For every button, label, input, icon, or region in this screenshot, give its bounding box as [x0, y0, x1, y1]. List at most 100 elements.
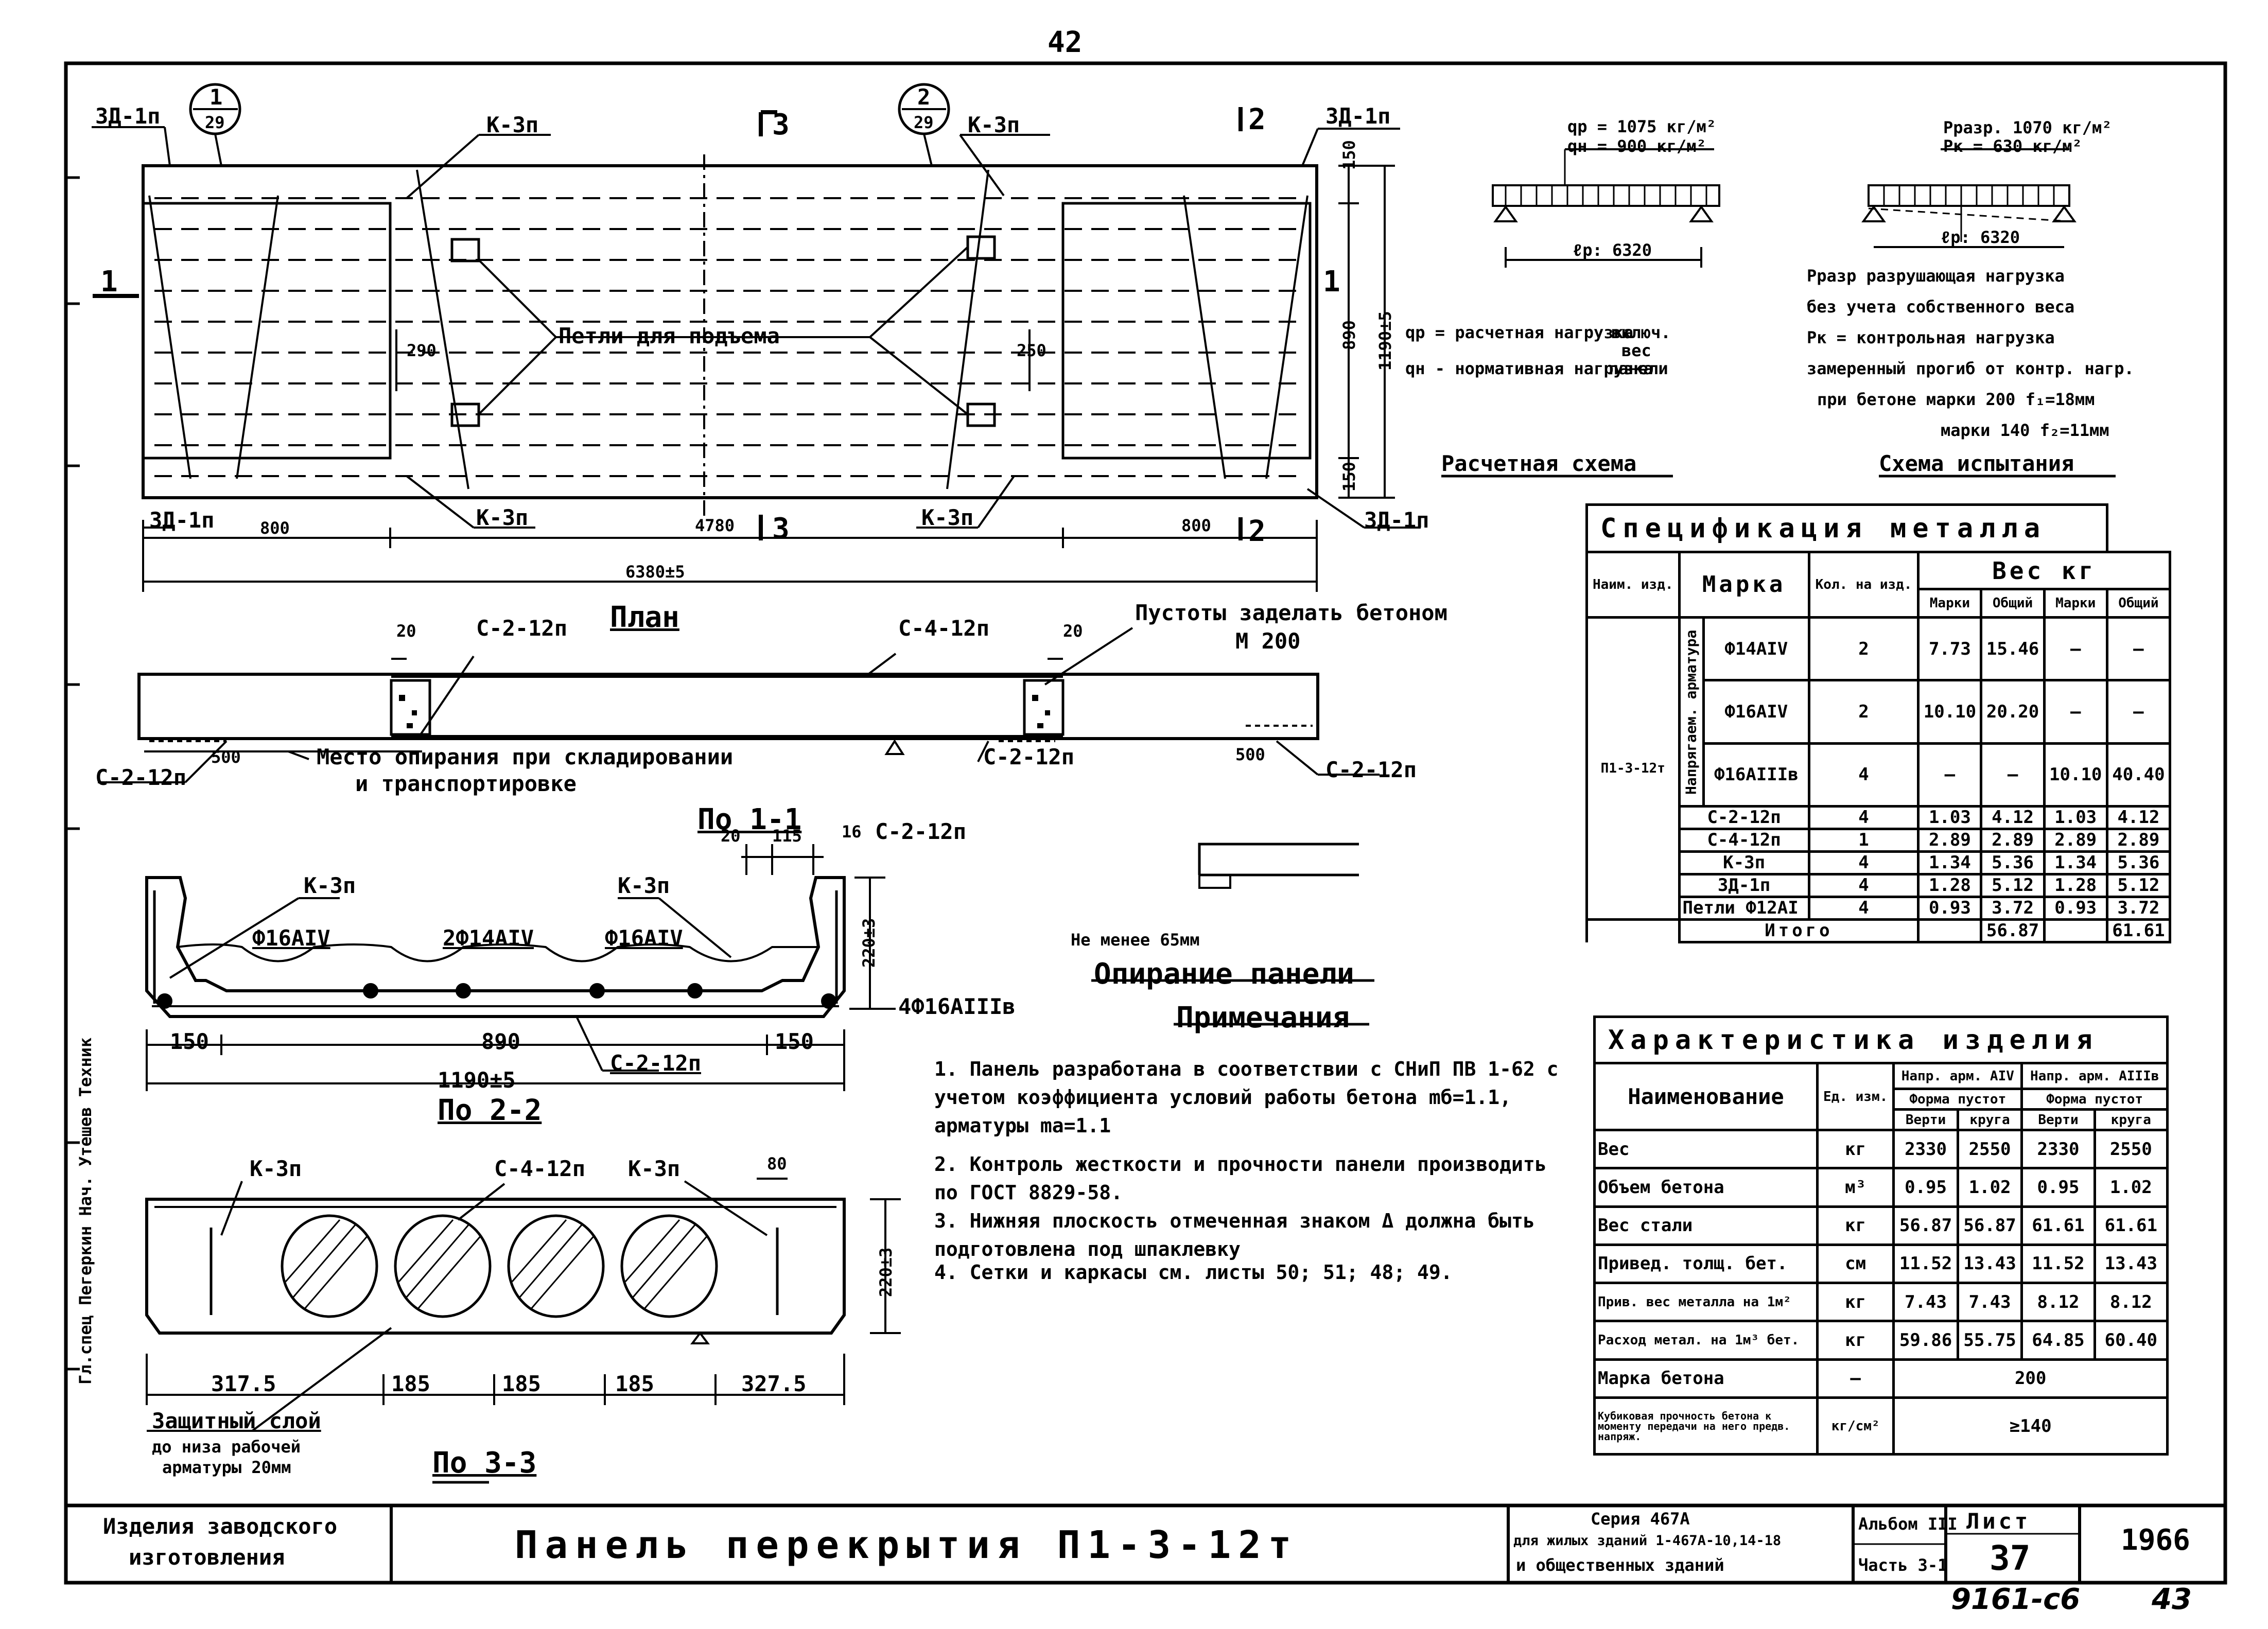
- spec-cell: С-2-12п: [1678, 804, 1810, 830]
- callout-2-number: 2: [917, 84, 931, 110]
- long-mark-c4: С-4-12п: [898, 616, 990, 641]
- test-pk: Pк = 630 кг/м²: [1943, 136, 2082, 156]
- dim-plan-800-right: 800: [1181, 516, 1211, 535]
- char-title: Характеристика изделия: [1593, 1015, 2169, 1064]
- section-2-2: [145, 1178, 901, 1484]
- char-cell: Вес: [1593, 1128, 1819, 1170]
- spec-cell: 3Д-1п: [1678, 872, 1810, 898]
- char-cell: 61.61: [2093, 1205, 2169, 1246]
- titleblock-album: Альбом III: [1858, 1514, 1958, 1534]
- test-scheme: [1861, 148, 2116, 478]
- longitudinal-section: [98, 627, 1380, 783]
- dim-plan-6380: 6380±5: [625, 562, 685, 582]
- char-concrete-value: 200: [1892, 1358, 2169, 1399]
- plan-mark-k-bottom-left: К-3п: [476, 505, 529, 530]
- char-cell: 11.52: [2020, 1243, 2096, 1285]
- spec-cell: 2.89: [1917, 827, 1983, 853]
- char-cell: 8.12: [2020, 1282, 2096, 1323]
- char-h-v1: Верти: [1892, 1108, 1959, 1131]
- protective-layer-line2: до низа рабочей: [152, 1437, 301, 1457]
- legend-incl3: панели: [1609, 359, 1668, 378]
- char-cell: 2330: [2020, 1128, 2096, 1170]
- callout-2-sheet: 29: [914, 113, 934, 132]
- spec-cell: 2.89: [2043, 827, 2108, 853]
- char-cell: 55.75: [1956, 1320, 2023, 1361]
- char-cell: 61.61: [2020, 1205, 2096, 1246]
- dim-s22-327: 327.5: [741, 1371, 807, 1396]
- char-cell: 0.95: [1892, 1167, 1959, 1208]
- char-cell: 7.43: [1892, 1282, 1959, 1323]
- spec-cell: —: [1917, 742, 1983, 808]
- char-cell: 13.43: [2093, 1243, 2169, 1285]
- long-mark-c2-top: С-2-12п: [476, 616, 568, 641]
- spec-h-total1: Общий: [1980, 588, 2046, 619]
- section-2-2-title: По 2-2: [438, 1094, 542, 1127]
- titleblock-series-1: Серия 467А: [1591, 1509, 1690, 1529]
- char-row-strength: Кубиковая прочность бетона к моменту пер…: [1593, 1396, 2169, 1456]
- dim-s11-115: 115: [772, 826, 802, 846]
- char-cell: 56.87: [1956, 1205, 2023, 1246]
- dim-s22-185-c: 185: [615, 1371, 654, 1396]
- legend-qp: qр = расчетная нагрузка: [1405, 323, 1634, 342]
- spec-cell: 1: [1807, 827, 1920, 853]
- char-cell: Вес стали: [1593, 1205, 1819, 1246]
- s22-mark-k3-right: К-3п: [628, 1156, 681, 1181]
- spec-cell: 4.12: [2105, 804, 2172, 830]
- char-h-v2: Верти: [2020, 1108, 2096, 1131]
- spec-cell: 1.03: [1917, 804, 1983, 830]
- test-note-1: Pразр разрушающая нагрузка: [1807, 266, 2065, 286]
- dim-s11-20: 20: [721, 826, 741, 846]
- plan-mark-3d-tl: 3Д-1п: [95, 103, 161, 129]
- test-note-2: без учета собственного веса: [1807, 297, 2075, 317]
- char-cell: 2550: [2093, 1128, 2169, 1170]
- titleblock-series-2: для жилых зданий 1-467А-10,14-18: [1513, 1533, 1782, 1549]
- titleblock-sheet-number: 37: [1990, 1538, 2031, 1578]
- char-cell: 1.02: [1956, 1167, 2023, 1208]
- plan-mark-3d-bl: 3Д-1п: [149, 507, 215, 533]
- spec-cell: 1.34: [2043, 850, 2108, 875]
- spec-cell: 4.12: [1980, 804, 2046, 830]
- char-cell: 59.86: [1892, 1320, 1959, 1361]
- spec-item-name: П1-3-12т: [1585, 616, 1681, 921]
- spec-header-mark: Марка: [1678, 551, 1810, 619]
- char-row-concrete: Марка бетона—200: [1593, 1358, 2169, 1399]
- spec-cell: 0.93: [2043, 895, 2108, 921]
- char-cell: см: [1816, 1243, 1895, 1285]
- spec-cell: 20.20: [1980, 679, 2046, 745]
- binding-marks: [66, 176, 80, 1371]
- dim-plan-290: 290: [407, 341, 437, 360]
- char-strength-label: Кубиковая прочность бетона к моменту пер…: [1593, 1396, 1819, 1456]
- test-note-3: Pк = контрольная нагрузка: [1807, 328, 2055, 347]
- section-mark-3-bottom: 3: [772, 512, 790, 546]
- char-cell: 2550: [1956, 1128, 2023, 1170]
- spec-cell: 4: [1807, 895, 1920, 921]
- s11-rebar-f16-right: Ф16АIV: [605, 925, 683, 951]
- spec-cell: 2.89: [2105, 827, 2172, 853]
- spec-cell: [1917, 918, 1983, 944]
- dim-plan-250: 250: [1017, 341, 1046, 360]
- char-h-k2: круга: [2093, 1108, 2169, 1131]
- s22-mark-k3-left: К-3п: [250, 1156, 302, 1181]
- s11-rebar-f14: 2Ф14АIV: [443, 925, 534, 951]
- plan-mark-3d-br: 3Д-1п: [1364, 507, 1429, 533]
- lifting-loops-label: Петли для подъема: [559, 323, 780, 348]
- s11-mark-k3-right: К-3п: [618, 873, 670, 898]
- spec-cell: 2: [1807, 616, 1920, 682]
- spec-cell: 5.36: [1980, 850, 2046, 875]
- s11-rebar-f16b: 4Ф16АIIIв: [898, 994, 1016, 1019]
- section-1-1: [145, 844, 896, 1091]
- titleblock-part: Часть 3-1: [1858, 1555, 1948, 1575]
- char-cell: кг: [1816, 1282, 1895, 1323]
- plan-mark-k-top-left: К-3п: [486, 112, 539, 137]
- spec-cell: 1.03: [2043, 804, 2108, 830]
- char-header-f2: Форма пустот: [2020, 1088, 2169, 1111]
- spec-cell: 5.12: [1980, 872, 2046, 898]
- section-mark-3: 3: [772, 108, 790, 142]
- dim-s11-150-left: 150: [170, 1029, 209, 1054]
